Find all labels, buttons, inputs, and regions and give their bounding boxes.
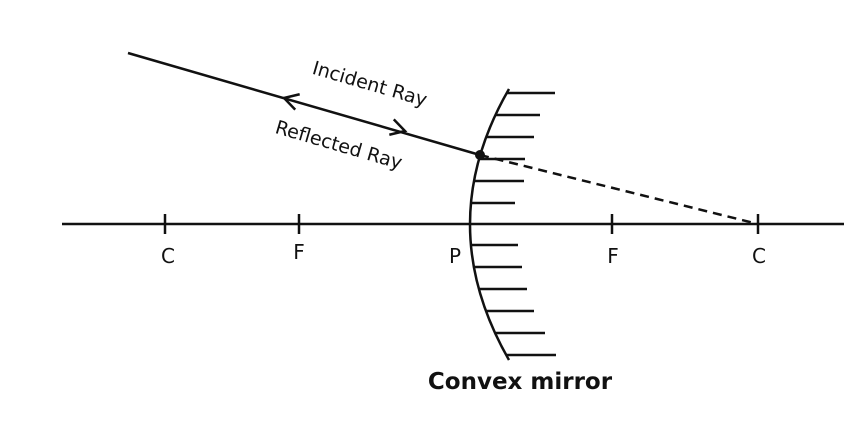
label-center-of-curvature-right: C bbox=[752, 244, 766, 268]
incident-reflected-ray bbox=[127, 51, 481, 157]
point-of-incidence bbox=[475, 150, 485, 160]
reflected-ray-label: Reflected Ray bbox=[273, 116, 405, 174]
convex-mirror-surface bbox=[468, 88, 511, 361]
label-pole: P bbox=[449, 244, 461, 268]
arrow-right-icon bbox=[389, 118, 408, 136]
label-center-of-curvature-left: C bbox=[161, 244, 175, 268]
arrow-left-icon bbox=[281, 93, 300, 111]
incident-ray-label: Incident Ray bbox=[310, 57, 430, 111]
mirror-label: Convex mirror bbox=[428, 369, 613, 395]
label-focus-left: F bbox=[293, 240, 305, 264]
mirror-hatching bbox=[470, 91, 556, 357]
label-focus-right: F bbox=[607, 244, 619, 268]
extended-ray-dashed bbox=[479, 153, 759, 226]
